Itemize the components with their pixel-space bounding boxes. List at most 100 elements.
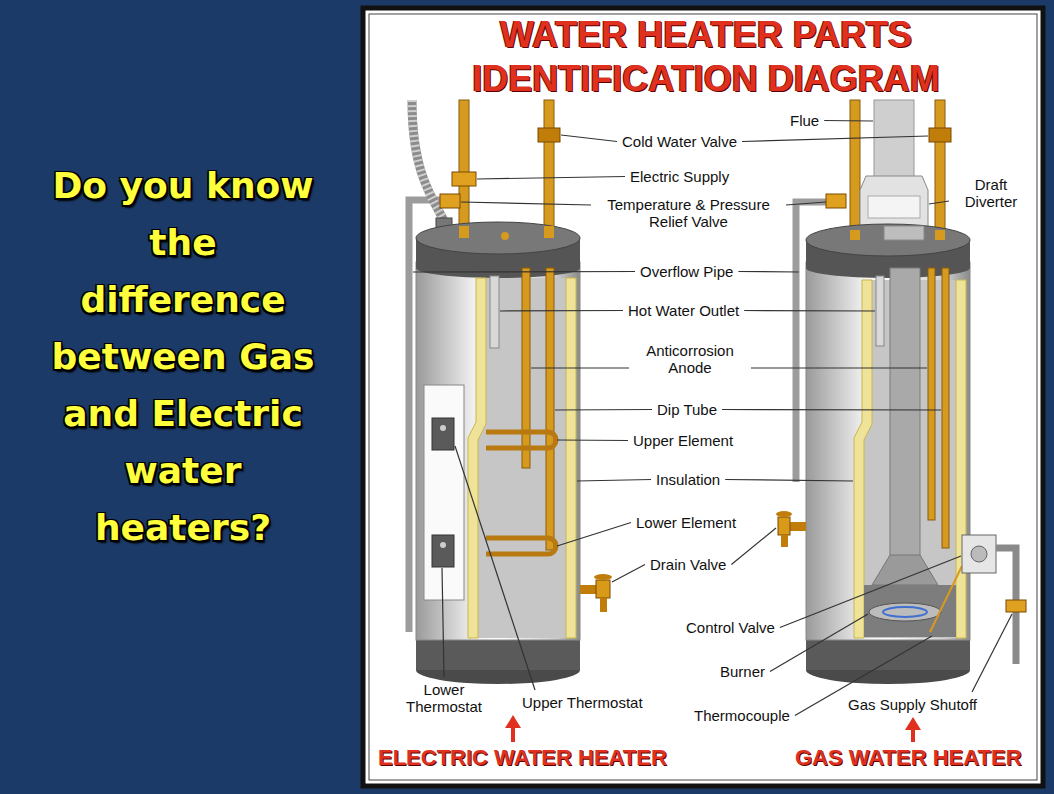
- arrow-head: [505, 715, 521, 728]
- drain-valve: [788, 522, 806, 531]
- copper-pipe: [544, 226, 554, 238]
- part-label: Drain Valve: [650, 556, 726, 573]
- drain-handle: [776, 511, 792, 517]
- diagram-frame: [363, 8, 1043, 786]
- leader-line: [413, 271, 635, 273]
- anode-rod: [928, 268, 935, 520]
- anode-rod: [522, 268, 530, 468]
- leader-line: [722, 409, 941, 411]
- drain-valve: [596, 580, 610, 598]
- heater-type-label: ELECTRIC WATER HEATER: [378, 745, 667, 771]
- leader-line: [770, 614, 868, 672]
- tank-base: [806, 638, 970, 670]
- part-label: Lower Thermostat: [398, 681, 490, 715]
- pointer-arrow: [911, 728, 915, 742]
- drain-valve: [580, 585, 598, 594]
- hot-water-outlet: [876, 276, 884, 346]
- leader-line: [461, 202, 591, 205]
- thermostat-dial: [440, 425, 446, 431]
- part-label: Dip Tube: [657, 401, 717, 418]
- dip-tube: [942, 268, 949, 548]
- drain-spigot: [600, 598, 607, 612]
- leader-line: [561, 135, 617, 142]
- copper-pipe: [935, 100, 945, 240]
- heater-type-label: GAS WATER HEATER: [795, 745, 1022, 771]
- heating-element: [486, 538, 556, 554]
- heating-element: [486, 432, 556, 448]
- tank-base: [416, 638, 580, 670]
- question-heading: Do you know the difference between Gas a…: [45, 157, 321, 556]
- tank-top: [806, 224, 970, 256]
- diverter-opening: [868, 196, 920, 218]
- leader-line: [731, 528, 776, 565]
- leader-line: [744, 310, 875, 312]
- leader-line: [555, 409, 652, 411]
- supply-fitting: [452, 172, 476, 186]
- hot-water-outlet: [490, 276, 499, 348]
- cold-water-valve: [929, 128, 951, 142]
- drain-spigot: [781, 535, 788, 547]
- leader-line: [500, 310, 623, 312]
- leader-line: [742, 136, 928, 142]
- part-label: Thermocouple: [694, 707, 790, 724]
- tank-body: [416, 262, 580, 640]
- access-panel: [424, 385, 464, 600]
- leader-line: [786, 202, 826, 205]
- part-label: Insulation: [656, 471, 720, 488]
- thermostat: [432, 418, 454, 450]
- copper-pipe: [544, 100, 554, 240]
- part-label: Hot Water Outlet: [628, 302, 739, 319]
- copper-pipe: [459, 100, 469, 240]
- insulation: [956, 280, 966, 638]
- drain-valve: [778, 517, 790, 535]
- gas-shutoff: [1006, 600, 1026, 612]
- part-label: Control Valve: [686, 619, 775, 636]
- part-label: Gas Supply Shutoff: [848, 696, 977, 713]
- part-label: Lower Element: [636, 514, 736, 531]
- part-label: Burner: [720, 663, 765, 680]
- tank-body: [806, 262, 970, 640]
- tank-cap: [416, 258, 580, 278]
- combustion-chamber: [864, 585, 956, 637]
- control-knob: [971, 546, 987, 562]
- leader-line: [455, 446, 535, 690]
- pointer-arrow: [511, 726, 515, 742]
- burner: [869, 603, 941, 621]
- relief-valve: [440, 194, 460, 208]
- flue-tube: [890, 268, 920, 558]
- anode-cap: [501, 232, 509, 240]
- insulation: [566, 278, 576, 638]
- thermocouple: [930, 566, 962, 632]
- control-valve: [962, 535, 996, 573]
- cold-water-valve: [538, 128, 560, 142]
- tank-top: [416, 222, 580, 254]
- part-label: Upper Thermostat: [522, 694, 643, 711]
- part-label: Electric Supply: [630, 168, 729, 185]
- part-label: Temperature & Pressure Relief Valve: [596, 196, 781, 230]
- flue-flare: [872, 555, 938, 585]
- insulation: [854, 280, 872, 638]
- leader-line: [531, 367, 629, 368]
- thermostat: [432, 535, 454, 567]
- leader-line: [780, 556, 961, 628]
- leader-line: [477, 177, 625, 180]
- part-label: Draft Diverter: [954, 176, 1028, 210]
- leader-lines: [413, 121, 1012, 716]
- flue-collar: [884, 226, 924, 240]
- frame-inner-line: [369, 14, 1037, 780]
- flue-pipe: [874, 100, 914, 178]
- arrow-head: [905, 717, 921, 730]
- drain-handle: [594, 574, 612, 580]
- copper-pipe: [935, 230, 945, 240]
- relief-valve: [826, 194, 846, 208]
- leader-line: [612, 565, 645, 583]
- copper-pipe: [459, 226, 469, 238]
- leader-line: [929, 201, 949, 204]
- leader-line: [442, 568, 444, 677]
- leader-line: [557, 439, 628, 441]
- part-label: Overflow Pipe: [640, 263, 733, 280]
- part-label: Anticorrosion Anode: [634, 342, 746, 376]
- diagram-title: WATER HEATER PARTS IDENTIFICATION DIAGRA…: [446, 13, 966, 101]
- leader-line: [972, 614, 1012, 692]
